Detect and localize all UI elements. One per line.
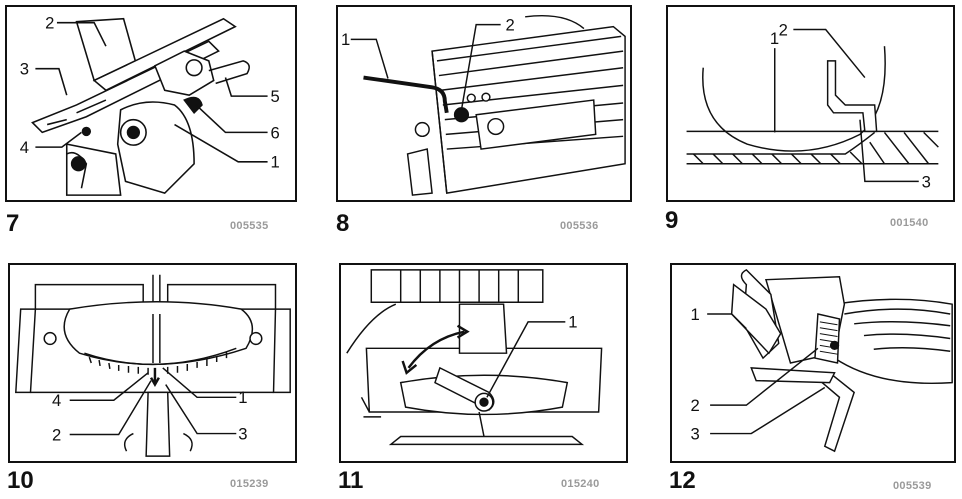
figure-9-callout-3: 3 [922, 172, 931, 191]
figure-7-callout-6: 6 [271, 123, 280, 142]
figure-12-panel: 1 2 3 [670, 263, 956, 463]
figure-7-panel: 2 3 4 5 6 1 [5, 5, 297, 202]
figure-12-callout-3: 3 [691, 424, 700, 443]
figure-7-code: 005535 [230, 220, 269, 232]
figure-10-number: 10 [7, 467, 34, 494]
figure-8-callout-2: 2 [506, 16, 515, 35]
figure-9-panel: 1 2 3 [666, 5, 955, 202]
figure-12-callout-2: 2 [691, 396, 700, 415]
figure-9-code: 001540 [890, 217, 929, 229]
figure-11-panel: 1 [339, 263, 628, 463]
figure-9-number: 9 [665, 207, 679, 234]
figure-10-code: 015239 [230, 478, 269, 490]
figure-10-panel: 4 1 2 3 [8, 263, 297, 463]
figure-12-illustration: 1 2 3 [691, 269, 953, 453]
figure-7-callout-2: 2 [45, 14, 54, 33]
figure-8-code: 005536 [560, 220, 599, 232]
figure-10-illustration: 4 1 2 3 [15, 274, 291, 457]
figure-10-callout-4: 4 [52, 391, 61, 410]
figure-11-code: 015240 [561, 478, 600, 490]
figure-12-code: 005539 [893, 480, 932, 492]
figure-8-number: 8 [336, 210, 350, 237]
figure-11-callout-1: 1 [568, 313, 577, 332]
figure-11-number: 11 [338, 467, 364, 494]
figure-7-number: 7 [6, 210, 20, 237]
figure-9-callout-2: 2 [779, 20, 788, 39]
figure-12-callout-1: 1 [691, 305, 700, 324]
figure-7-callout-5: 5 [271, 87, 280, 106]
figure-10-callout-2: 2 [52, 425, 61, 444]
figure-9-illustration: 1 2 3 [686, 20, 939, 191]
figure-12-number: 12 [669, 467, 696, 494]
figure-8-callout-1: 1 [341, 30, 350, 49]
figure-11-illustration: 1 [346, 269, 603, 446]
figure-8-panel: 1 2 [336, 5, 632, 202]
figure-9-callout-1: 1 [770, 29, 779, 48]
figure-7-callout-4: 4 [20, 138, 29, 157]
figure-7-illustration: 2 3 4 5 6 1 [20, 14, 280, 196]
figure-7-callout-3: 3 [20, 60, 29, 79]
figure-7-callout-1: 1 [271, 153, 280, 172]
figure-8-illustration: 1 2 [341, 14, 626, 196]
figure-10-callout-1: 1 [238, 388, 247, 407]
figure-10-callout-3: 3 [238, 424, 247, 443]
